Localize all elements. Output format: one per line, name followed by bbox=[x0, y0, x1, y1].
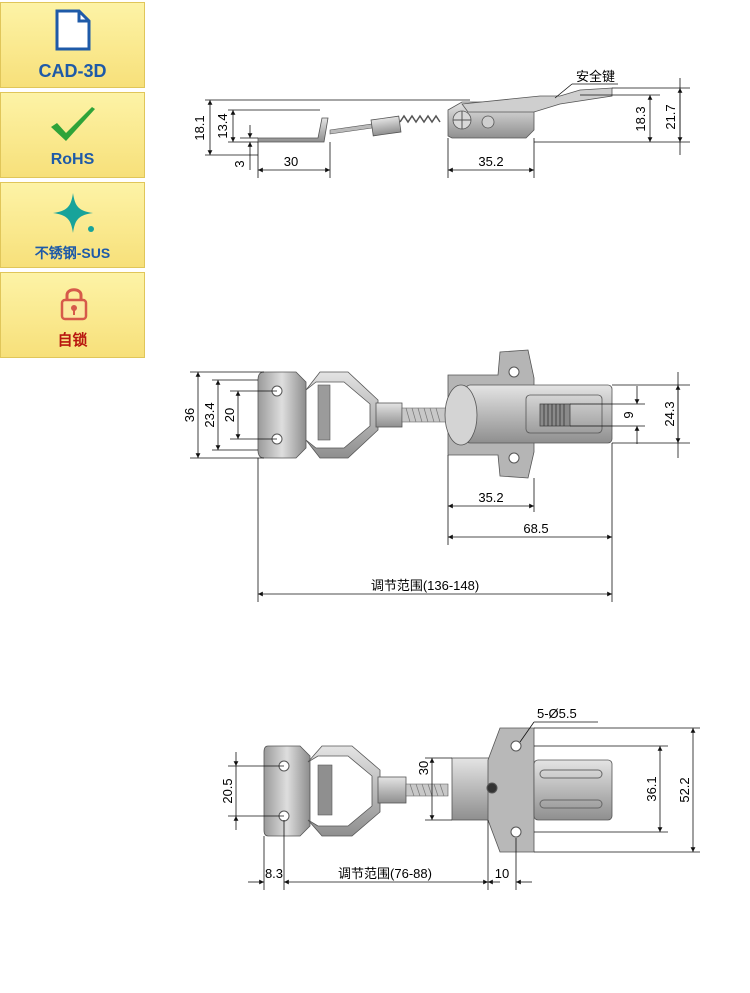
dim-21-7: 21.7 bbox=[663, 104, 678, 129]
badge-stainless: 不锈钢-SUS bbox=[0, 182, 145, 268]
hook-plate-top bbox=[257, 371, 307, 459]
top-view-dimensions bbox=[190, 371, 690, 602]
adjust-range-136-148: 调节范围(136-148) bbox=[371, 578, 479, 593]
dim-5-holes: 5-Ø5.5 bbox=[537, 706, 577, 721]
dim-18-1: 18.1 bbox=[192, 115, 207, 140]
sparkle-icon bbox=[53, 193, 94, 233]
dim-18-3: 18.3 bbox=[633, 106, 648, 131]
lever-bottom bbox=[533, 759, 613, 821]
dim-52-2: 52.2 bbox=[677, 777, 692, 802]
bottom-view-dimensions bbox=[228, 721, 700, 890]
dim-3: 3 bbox=[232, 160, 247, 167]
safety-key bbox=[539, 403, 571, 427]
rod-nut bbox=[370, 115, 402, 137]
rivet bbox=[481, 115, 495, 129]
dim-30-bottom: 30 bbox=[416, 761, 431, 775]
adjust-range-76-88: 调节范围(76-88) bbox=[338, 866, 432, 881]
hook-plate bbox=[257, 117, 329, 143]
hook-plate-bottom bbox=[263, 745, 311, 837]
dim-35-2-top: 35.2 bbox=[478, 490, 503, 505]
bottom-view: 5-Ø5.5 20.5 30 36.1 52.2 8.3 调节范围(76-88)… bbox=[220, 706, 700, 890]
dim-68-5: 68.5 bbox=[523, 521, 548, 536]
dim-20-5: 20.5 bbox=[220, 778, 235, 803]
latch-lever-top bbox=[465, 384, 613, 444]
dim-20: 20 bbox=[222, 408, 237, 422]
badge-cad-3d: CAD-3D bbox=[0, 2, 145, 88]
dim-36: 36 bbox=[182, 408, 197, 422]
safety-key-callout: 安全键 bbox=[576, 69, 615, 84]
padlock-icon bbox=[60, 288, 88, 321]
dim-23-4: 23.4 bbox=[202, 402, 217, 427]
side-view-dimensions bbox=[205, 78, 690, 178]
wire-loop-bottom bbox=[307, 745, 381, 837]
dim-9: 9 bbox=[621, 411, 636, 418]
checkmark-icon bbox=[51, 107, 95, 141]
badge-self-lock: 自锁 bbox=[0, 272, 145, 358]
badge-label: 不锈钢-SUS bbox=[34, 245, 111, 261]
badge-label: CAD-3D bbox=[38, 61, 107, 81]
latch-lever bbox=[461, 87, 613, 113]
document-icon bbox=[55, 9, 91, 51]
side-view: 18.1 13.4 3 30 35.2 18.3 21.7 安全键 bbox=[192, 69, 690, 178]
dim-30: 30 bbox=[284, 154, 298, 169]
dim-13-4: 13.4 bbox=[215, 113, 230, 138]
nut-top bbox=[375, 402, 403, 428]
dim-35-2: 35.2 bbox=[478, 154, 503, 169]
spring bbox=[399, 114, 441, 124]
wire-loop bbox=[305, 371, 379, 459]
nut-bottom bbox=[377, 776, 407, 804]
badge-rohs: RoHS bbox=[0, 92, 145, 178]
badge-label: RoHS bbox=[50, 151, 95, 168]
tension-rod bbox=[329, 123, 373, 135]
dim-8-3: 8.3 bbox=[265, 866, 283, 881]
dim-10: 10 bbox=[495, 866, 509, 881]
dim-24-3: 24.3 bbox=[662, 401, 677, 426]
dim-36-1: 36.1 bbox=[644, 776, 659, 801]
badge-label: 自锁 bbox=[57, 332, 88, 349]
top-view: 36 23.4 20 9 24.3 35.2 68.5 调节范围(136-148… bbox=[182, 349, 690, 602]
